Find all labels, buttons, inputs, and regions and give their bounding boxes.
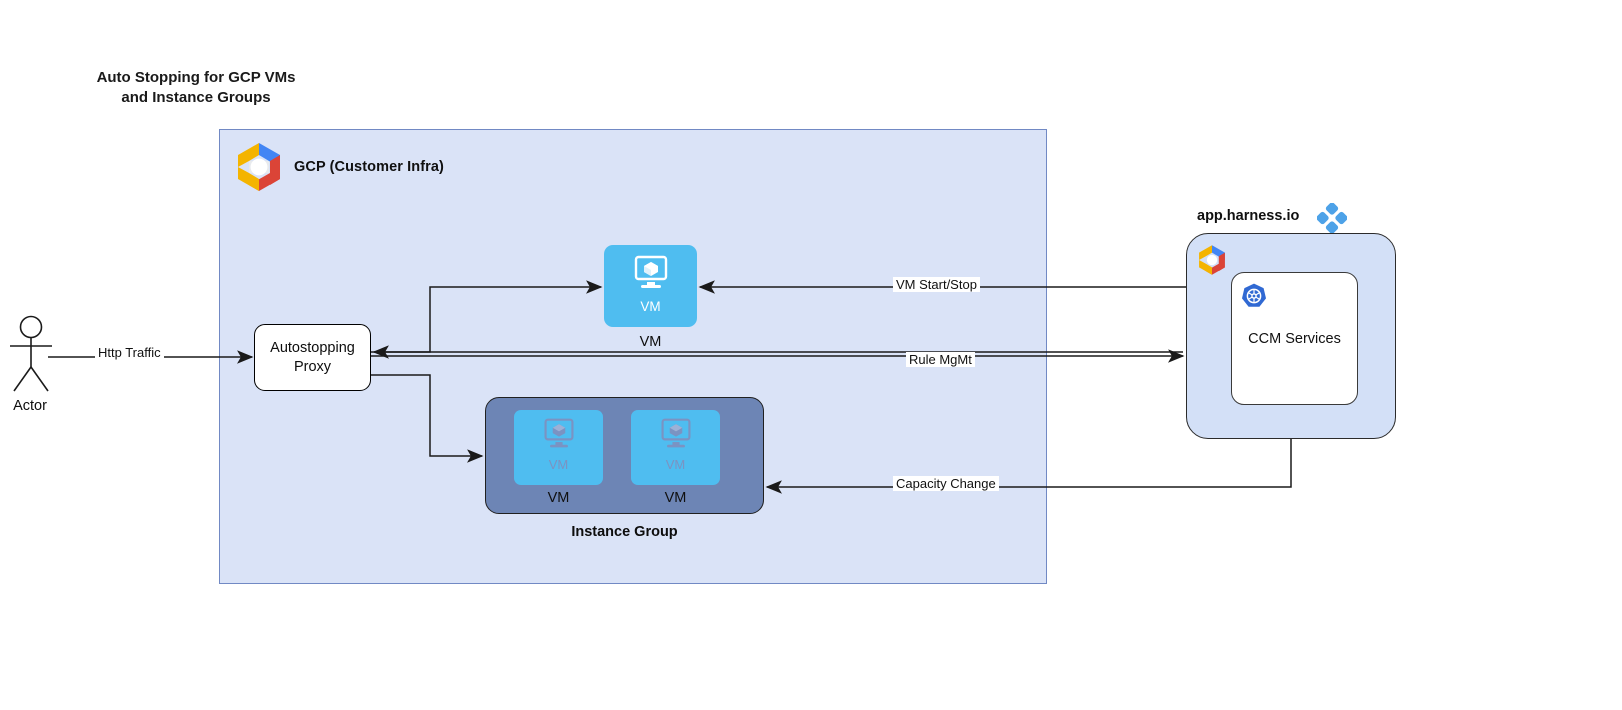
diagram-title: Auto Stopping for GCP VMs and Instance G… (96, 69, 296, 107)
gcp-hexagon-icon (233, 140, 285, 194)
edge-label-capacity-change: Capacity Change (893, 476, 999, 491)
edge-label-rule-mgmt: Rule MgMt (906, 352, 975, 367)
edge-label-vm-start-stop: VM Start/Stop (893, 277, 980, 292)
instance-group-vm-caption: VM (547, 490, 570, 506)
instance-group-caption: Instance Group (571, 524, 678, 540)
harness-panel-label: app.harness.io (1197, 208, 1300, 224)
gcp-panel-label: GCP (Customer Infra) (294, 159, 444, 175)
instance-group-vm[interactable]: VM (514, 410, 603, 485)
ccm-services-label: CCM Services (1248, 331, 1341, 347)
edge-label-http-traffic: Http Traffic (95, 345, 164, 360)
instance-group-vm[interactable]: VM (631, 410, 720, 485)
harness-diamond-icon (1316, 202, 1348, 234)
vm-inner-label: VM (640, 299, 661, 314)
instance-group-node[interactable]: VM VM VM VM (485, 397, 764, 514)
vm-monitor-cube-icon (658, 417, 694, 456)
vm-node[interactable]: VM (604, 245, 697, 327)
gcp-hexagon-icon (1196, 243, 1228, 277)
vm-caption: VM (639, 334, 662, 350)
uml-actor-stick-figure-icon (5, 315, 57, 393)
instance-group-vm-caption: VM (664, 490, 687, 506)
actor-caption: Actor (13, 398, 47, 414)
kubernetes-helm-icon (1240, 282, 1268, 310)
vm-inner-label: VM (548, 457, 569, 472)
vm-monitor-cube-icon (631, 254, 671, 297)
vm-inner-label: VM (665, 457, 686, 472)
vm-monitor-cube-icon (541, 417, 577, 456)
autostopping-proxy-node[interactable]: Autostopping Proxy (254, 324, 371, 391)
